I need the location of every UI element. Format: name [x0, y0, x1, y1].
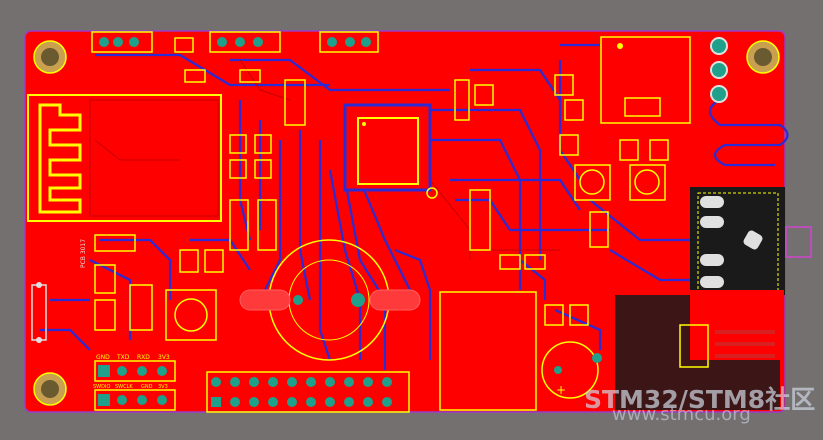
swd-label-gnd: GND: [141, 384, 153, 390]
watermark-brand: STM32/STM8社区: [584, 385, 816, 414]
buzzer[interactable]: [239, 239, 421, 361]
gpio-pin[interactable]: [344, 397, 354, 407]
gpio-pin[interactable]: [382, 377, 392, 387]
antenna-trace-icon: [38, 103, 82, 214]
relay-module[interactable]: [600, 36, 728, 124]
silkscreen-labels: GND TXD RXD 3V3 SWDIO SWCLK GND 3V3 PCB …: [80, 239, 170, 390]
gpio-pin[interactable]: [268, 377, 278, 387]
gpio-pin[interactable]: [344, 377, 354, 387]
keepout-region: [690, 187, 812, 295]
uart-label-rxd: RXD: [137, 354, 150, 361]
bottom-right-driver[interactable]: [606, 290, 784, 410]
svg-text:+: +: [556, 383, 566, 397]
mounting-holes: [33, 40, 780, 406]
gpio-pin[interactable]: [249, 397, 259, 407]
uart-header[interactable]: [94, 360, 176, 411]
electrolytic-capacitor[interactable]: +: [541, 341, 602, 399]
uart-label-gnd: GND: [96, 354, 110, 361]
mcu-chip[interactable]: [343, 103, 438, 199]
gpio-pin[interactable]: [363, 377, 373, 387]
gpio-pin[interactable]: [382, 397, 392, 407]
gpio-header[interactable]: [206, 371, 410, 413]
gpio-pin[interactable]: [287, 377, 297, 387]
gpio-pin[interactable]: [325, 397, 335, 407]
gpio-pin[interactable]: [211, 397, 221, 407]
gpio-pin[interactable]: [306, 397, 316, 407]
tactile-buttons[interactable]: [165, 164, 666, 341]
gpio-pin[interactable]: [230, 377, 240, 387]
wifi-antenna-module[interactable]: [27, 94, 222, 222]
gpio-pin[interactable]: [249, 377, 259, 387]
swd-label-swclk: SWCLK: [115, 384, 133, 390]
board-vertical-label: PCB 3017: [80, 239, 87, 268]
uart-label-3v3: 3V3: [158, 354, 170, 361]
gpio-pin[interactable]: [211, 377, 221, 387]
swd-label-3v3: 3V3: [158, 384, 168, 390]
gpio-pin[interactable]: [268, 397, 278, 407]
left-connector[interactable]: [31, 282, 47, 343]
gpio-pin[interactable]: [306, 377, 316, 387]
gpio-pin[interactable]: [287, 397, 297, 407]
watermark-url: www.stmcu.org: [612, 404, 751, 425]
power-inductor[interactable]: [439, 291, 537, 411]
top-connector-row[interactable]: [91, 31, 379, 53]
smd-components: [94, 37, 776, 331]
gpio-pin[interactable]: [325, 377, 335, 387]
gpio-pin[interactable]: [230, 397, 240, 407]
gpio-pin[interactable]: [363, 397, 373, 407]
swd-label-swdio: SWDIO: [93, 384, 110, 390]
uart-label-txd: TXD: [116, 354, 130, 361]
